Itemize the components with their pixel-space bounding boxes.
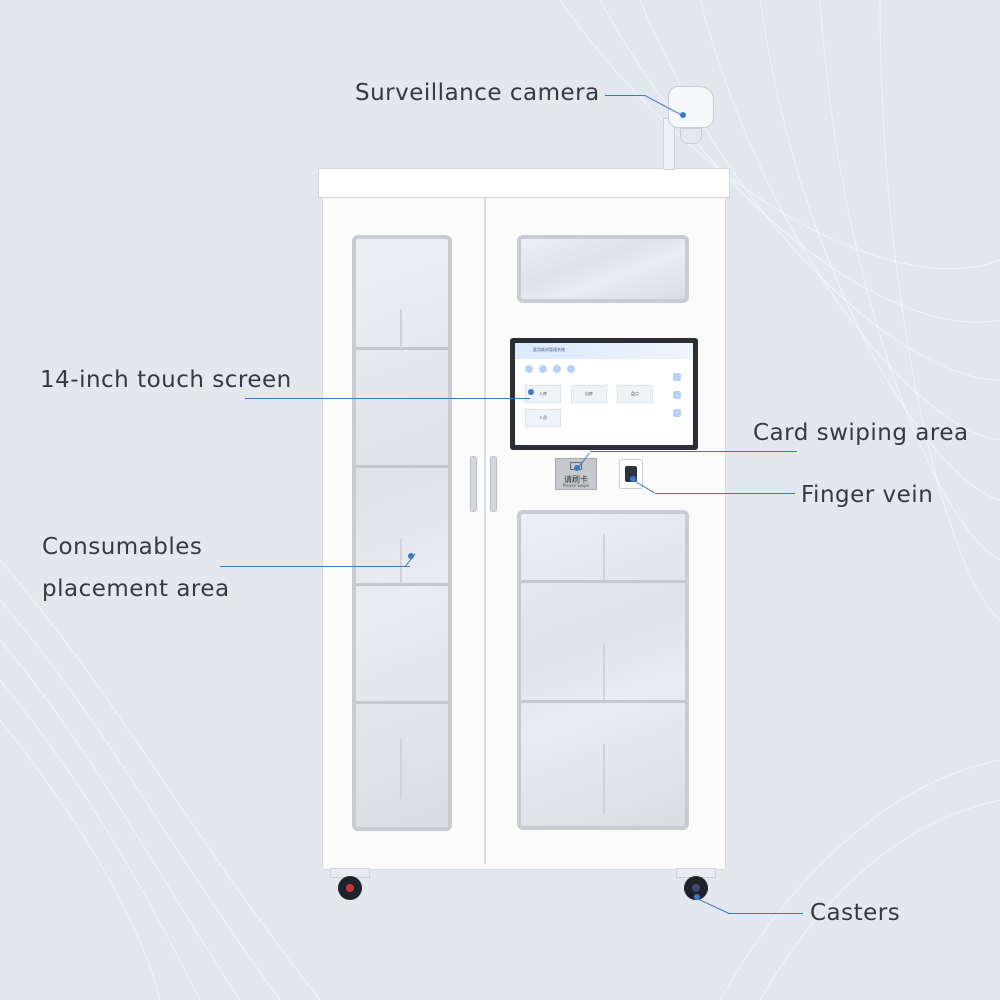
screen-button-personnel[interactable]: 人员 xyxy=(525,409,561,427)
leader-dot-camera xyxy=(680,112,686,118)
leader-dot-card-swiping xyxy=(574,465,580,471)
caster-wheel xyxy=(338,876,362,900)
leader-line-finger-vein xyxy=(655,493,795,494)
screen-status-icon xyxy=(525,365,533,373)
camera-lens-icon xyxy=(680,128,702,144)
screen-button-stock-out[interactable]: 出库 xyxy=(571,385,607,403)
bin-divider xyxy=(603,744,605,814)
card-reader[interactable]: 请刷卡 Please Swipe xyxy=(555,458,597,490)
leader-line-camera xyxy=(605,95,645,96)
label-consumables-line2: placement area xyxy=(42,576,230,602)
caster-hub xyxy=(692,884,700,892)
card-reader-subtitle: Please Swipe xyxy=(562,483,590,488)
caster-hub xyxy=(346,884,354,892)
leader-line-casters xyxy=(728,913,803,914)
finger-vein-scanner[interactable] xyxy=(619,459,643,489)
bin-divider xyxy=(603,644,605,700)
screen-button-inventory[interactable]: 盘点 xyxy=(617,385,653,403)
leader-dot-touch-screen xyxy=(528,389,534,395)
bin-divider xyxy=(400,539,402,583)
cabinet-top-panel xyxy=(318,168,730,198)
screen-side-icon[interactable] xyxy=(673,391,681,399)
shelf xyxy=(356,465,448,468)
leader-line-touch-screen xyxy=(245,398,530,399)
leader-dot-consumables xyxy=(408,553,414,559)
shelf xyxy=(521,580,685,583)
label-surveillance-camera: Surveillance camera xyxy=(355,80,600,106)
label-finger-vein: Finger vein xyxy=(801,482,934,508)
screen-header: 医用耗材管理系统 xyxy=(515,343,693,359)
right-upper-window xyxy=(517,235,689,303)
leader-dot-finger-vein xyxy=(630,476,636,482)
camera-housing xyxy=(668,86,714,128)
shelf xyxy=(356,347,448,350)
left-door-glass xyxy=(352,235,452,831)
screen-header-title: 医用耗材管理系统 xyxy=(533,347,565,352)
label-casters: Casters xyxy=(810,900,901,926)
label-consumables-line1: Consumables xyxy=(42,534,203,560)
screen-side-icon[interactable] xyxy=(673,409,681,417)
right-door-handle[interactable] xyxy=(490,456,497,512)
door-split-line xyxy=(484,198,486,864)
screen-status-icon xyxy=(553,365,561,373)
leader-line-consumables xyxy=(220,566,410,567)
screen-button-stock-in[interactable]: 入库 xyxy=(525,385,561,403)
right-door-glass xyxy=(517,510,689,830)
left-door-handle[interactable] xyxy=(470,456,477,512)
screen-status-icon xyxy=(539,365,547,373)
bin-divider xyxy=(603,534,605,580)
touch-screen[interactable]: 医用耗材管理系统 入库 出库 盘点 人员 xyxy=(515,343,693,445)
card-reader-title: 请刷卡 xyxy=(564,475,588,484)
leader-dot-casters xyxy=(694,894,700,900)
label-card-swiping-area: Card swiping area xyxy=(753,420,969,446)
leader-line-card-swiping xyxy=(590,451,797,452)
shelf xyxy=(356,583,448,586)
bin-divider xyxy=(400,739,402,799)
bin-divider xyxy=(400,309,402,349)
screen-side-icon[interactable] xyxy=(673,373,681,381)
shelf xyxy=(521,700,685,703)
label-touch-screen: 14-inch touch screen xyxy=(40,367,292,393)
shelf xyxy=(356,701,448,704)
screen-status-icon xyxy=(567,365,575,373)
